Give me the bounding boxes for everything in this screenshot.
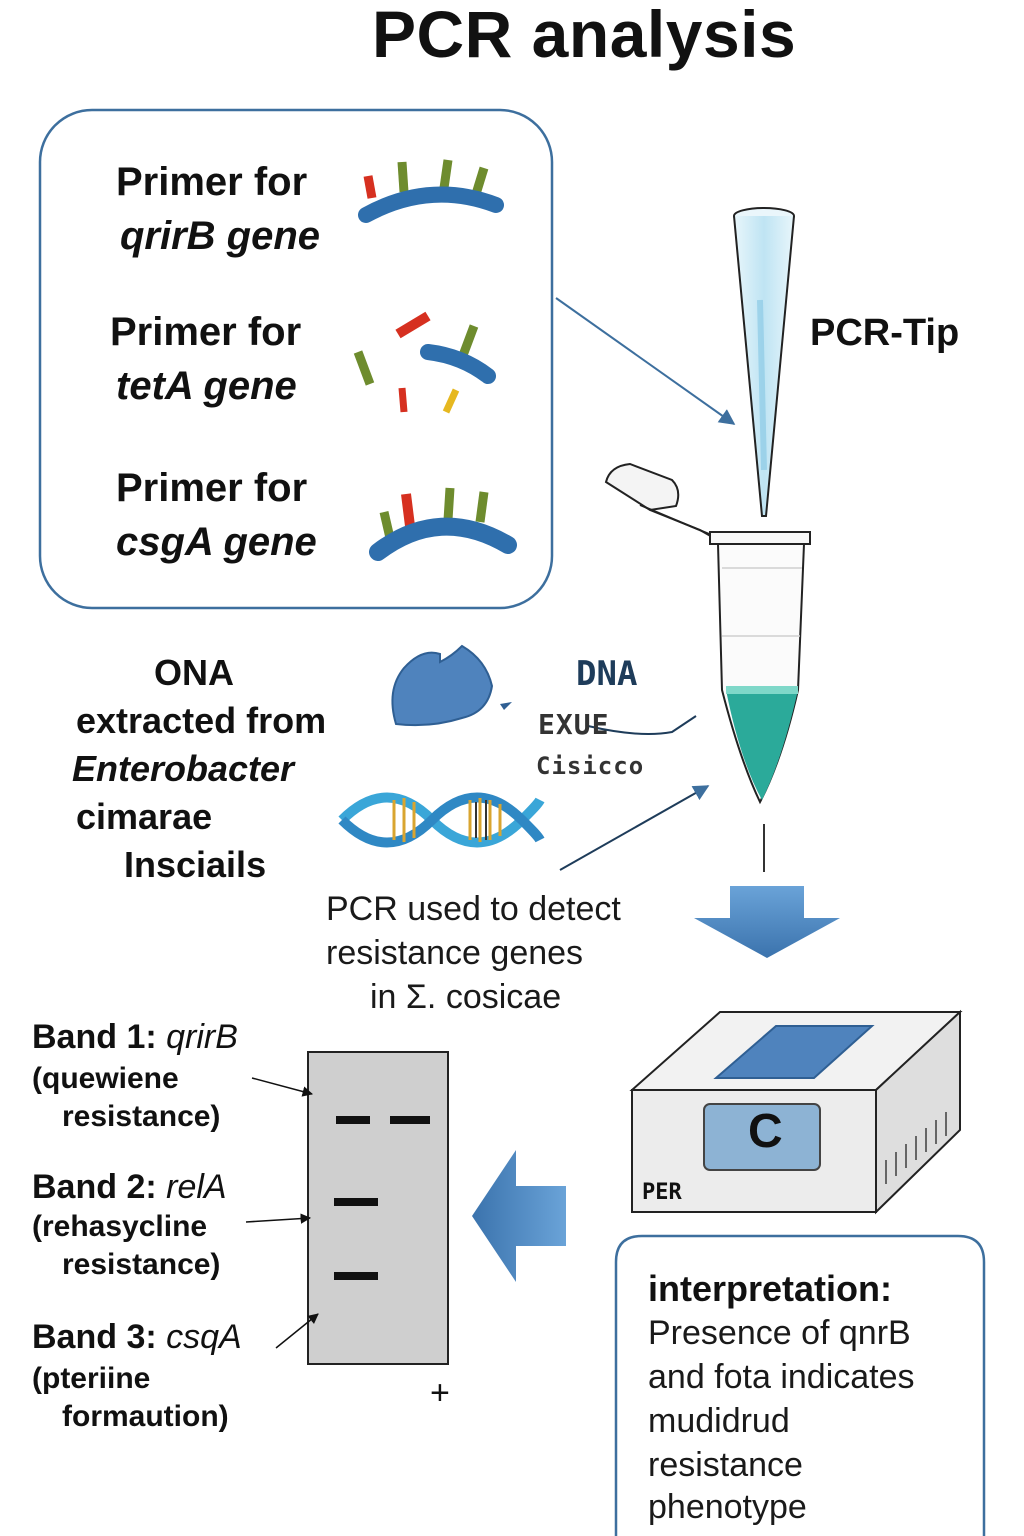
dna-source-line-4: cimarae bbox=[76, 796, 213, 837]
band-3-desc-2: formaution) bbox=[62, 1400, 229, 1433]
gel-plus-sign: + bbox=[430, 1374, 450, 1412]
dna-source-line-5: Insciails bbox=[124, 844, 267, 885]
primer-3-label: Primer for bbox=[116, 466, 308, 510]
squiggle-icon bbox=[587, 715, 697, 735]
purpose-to-tube-arrow bbox=[559, 785, 710, 871]
band-3-title: Band 3: csqA bbox=[32, 1318, 242, 1357]
band-1-title: Band 1: qrirB bbox=[32, 1018, 238, 1057]
interpretation-heading: interpretation: bbox=[648, 1268, 893, 1309]
down-arrow-icon bbox=[694, 886, 840, 958]
purpose-line-2: resistance genes bbox=[326, 934, 584, 972]
band-3-pointer bbox=[275, 1313, 319, 1349]
band-2-number: Band 2: bbox=[32, 1168, 157, 1206]
band-2-desc-1: (rehasycline bbox=[32, 1210, 208, 1243]
interpretation-line-2: and fota indicates bbox=[648, 1358, 915, 1396]
primer-strand-icon bbox=[369, 487, 517, 561]
thermocycler-icon bbox=[629, 1009, 963, 1215]
gel-band bbox=[390, 1116, 430, 1124]
primer-to-tip-arrow bbox=[555, 297, 736, 425]
band-3-desc-1: (pteriine bbox=[32, 1362, 151, 1395]
protein-blob-icon bbox=[391, 644, 494, 727]
primer-1-label: Primer for bbox=[116, 160, 308, 204]
primer-box bbox=[38, 108, 554, 610]
purpose-line-1: PCR used to detect bbox=[326, 890, 621, 928]
dna-helix-icon bbox=[338, 792, 545, 848]
interpretation-box bbox=[614, 1234, 986, 1536]
machine-display-text: C bbox=[748, 1105, 783, 1158]
band-1-number: Band 1: bbox=[32, 1018, 157, 1056]
dna-source-line-3: Enterobacter bbox=[72, 748, 295, 789]
purpose-line-3: in Σ. cosicae bbox=[370, 978, 562, 1016]
band-3-gene: csqA bbox=[166, 1318, 242, 1356]
interpretation-line-4: resistance bbox=[648, 1446, 803, 1484]
primer-1-gene: qrirB gene bbox=[120, 214, 321, 258]
band-1-desc-1: (quewiene bbox=[32, 1062, 179, 1095]
primer-2-label: Primer for bbox=[110, 310, 302, 354]
pcr-tip-label: PCR-Tip bbox=[810, 312, 960, 354]
primer-strand-icon bbox=[358, 159, 504, 223]
band-1-gene: qrirB bbox=[166, 1018, 238, 1056]
gel-icon bbox=[307, 1051, 449, 1365]
pcr-tip-icon bbox=[733, 207, 795, 517]
band-2-desc-2: resistance) bbox=[62, 1248, 221, 1281]
dna-source-line-2: extracted from bbox=[76, 700, 327, 741]
machine-label: PER bbox=[642, 1180, 682, 1205]
gel-band bbox=[336, 1116, 370, 1124]
band-2-gene: relA bbox=[166, 1168, 227, 1206]
gel-band bbox=[334, 1198, 378, 1206]
band-3-number: Band 3: bbox=[32, 1318, 157, 1356]
interpretation-line-5: phenotype bbox=[648, 1488, 807, 1526]
dna-extract-sublabel-2: Cisicco bbox=[536, 752, 645, 780]
band-2-pointer bbox=[245, 1213, 312, 1224]
primer-fragments-icon bbox=[353, 311, 496, 414]
dna-extract-sublabel: EXUE bbox=[538, 708, 610, 741]
left-arrow-icon bbox=[472, 1150, 566, 1282]
interpretation-line-1: Presence of qnrB bbox=[648, 1314, 911, 1352]
band-1-desc-2: resistance) bbox=[62, 1100, 221, 1133]
gel-band bbox=[334, 1272, 378, 1280]
tube-icon bbox=[604, 462, 811, 805]
dna-extract-label: DNA bbox=[576, 654, 638, 694]
interpretation-line-3: mudidrud bbox=[648, 1402, 790, 1440]
band-2-title: Band 2: relA bbox=[32, 1168, 227, 1207]
dna-source-line-1: ONA bbox=[154, 652, 234, 693]
primer-3-gene: csgA gene bbox=[116, 520, 317, 564]
band-1-pointer bbox=[251, 1077, 314, 1097]
page-title: PCR analysis bbox=[372, 0, 797, 71]
primer-2-gene: tetA gene bbox=[116, 364, 297, 408]
